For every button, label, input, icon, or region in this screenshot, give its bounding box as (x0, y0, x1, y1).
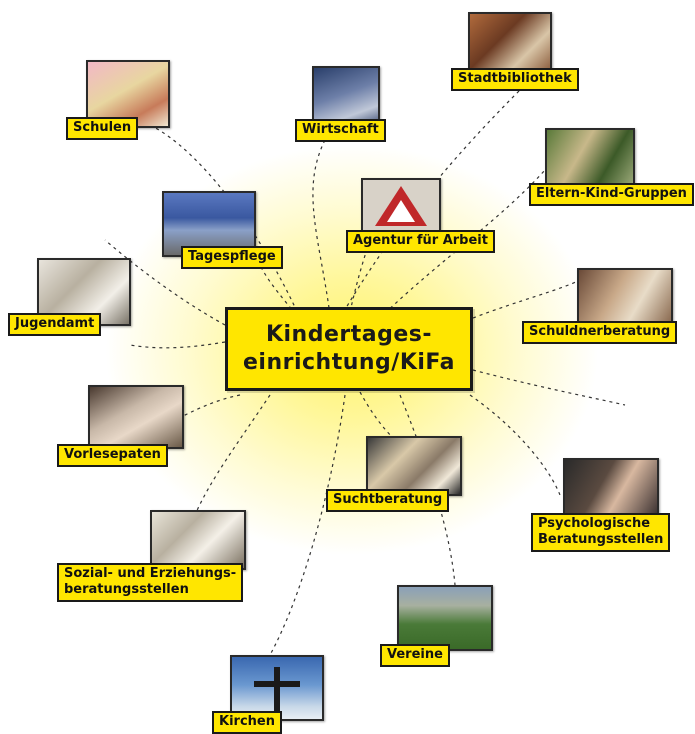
label-vereine: Vereine (380, 644, 450, 667)
label-jugendamt: Jugendamt (8, 313, 102, 336)
label-schulen: Schulen (66, 117, 139, 140)
label-agentur-fuer-arbeit: Agentur für Arbeit (346, 230, 495, 253)
label-stadtbibliothek: Stadtbibliothek (451, 68, 579, 91)
link-sozial (194, 394, 271, 516)
link-psychologische (469, 394, 561, 496)
center-label: Kindertages- einrichtung/KiFa (242, 322, 455, 375)
link-tagespflege (259, 264, 301, 321)
link-schulen (149, 124, 301, 319)
photo-vereine (397, 585, 493, 651)
link-kirchen (269, 394, 346, 656)
photo-sozial-erziehungsberatungsstellen (150, 510, 246, 570)
label-suchtberatung: Suchtberatung (326, 489, 450, 512)
link-schuldnerberatung (472, 279, 581, 319)
photo-psychologische-beratungsstellen (563, 458, 659, 518)
photo-agentur-fuer-arbeit (361, 178, 441, 232)
photo-schuldnerberatung (577, 268, 673, 324)
label-kirchen: Kirchen (212, 711, 282, 734)
center-node: Kindertages- einrichtung/KiFa (225, 307, 473, 391)
photo-stadtbibliothek (468, 12, 552, 74)
photo-schulen (86, 60, 170, 128)
label-sozial-erziehungsberatungsstellen: Sozial- und Erziehungs- beratungsstellen (57, 563, 244, 602)
label-wirtschaft: Wirtschaft (295, 119, 386, 142)
label-psychologische-beratungsstellen: Psychologische Beratungsstellen (531, 513, 671, 552)
link-suchtberatung (359, 391, 396, 441)
link-eltern-kind-gruppen (379, 169, 546, 319)
cross-icon (254, 667, 300, 719)
label-vorlesepaten: Vorlesepaten (57, 444, 168, 467)
photo-vorlesepaten (88, 385, 184, 449)
link-jugendamt (129, 341, 226, 349)
photo-eltern-kind-gruppen (545, 128, 635, 186)
agentur-logo-icon (375, 186, 427, 226)
link-vereine (399, 394, 456, 586)
link-wirtschaft (312, 139, 331, 316)
label-schuldnerberatung: Schuldnerberatung (522, 321, 678, 344)
label-eltern-kind-gruppen: Eltern-Kind-Gruppen (529, 183, 694, 206)
link-extra-right (472, 369, 626, 406)
label-tagespflege: Tagespflege (181, 246, 283, 269)
photo-suchtberatung (366, 436, 462, 496)
link-vorlesepaten (174, 394, 241, 421)
